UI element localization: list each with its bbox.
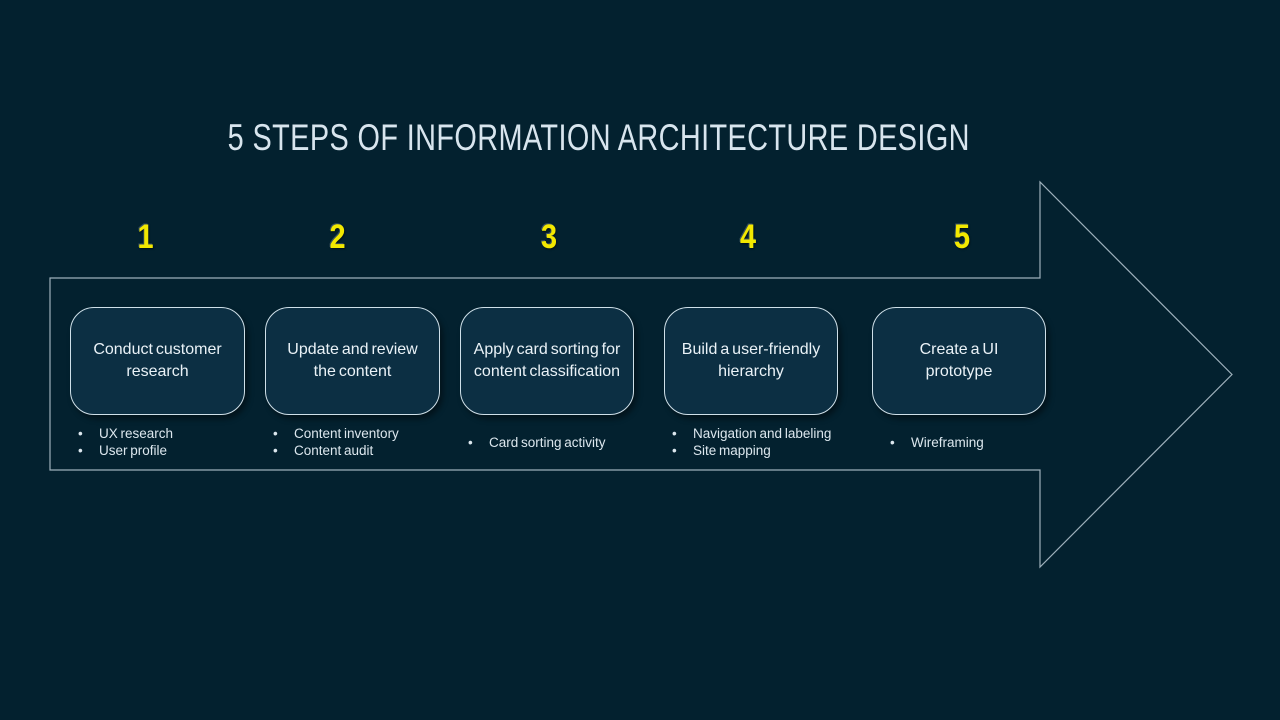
step-2-bullets: Content inventory Content audit: [265, 420, 473, 464]
step-1-bullets: UX research User profile: [70, 420, 278, 464]
step-4-card: Build a user-friendly hierarchy: [664, 307, 838, 415]
arrow-outline: [49, 180, 1233, 569]
page-title-text: 5 STEPS OF INFORMATION ARCHITECTURE DESI…: [227, 117, 971, 158]
step-1-title: Conduct customer research: [93, 341, 222, 380]
step-5-bullets: Wireframing: [872, 420, 1090, 464]
step-4-title: Build a user-friendly hierarchy: [681, 341, 821, 380]
step-5-title: Create a UI prototype: [919, 341, 999, 380]
step-3-bullets: Card sorting activity: [460, 420, 668, 464]
bullet-item: UX research: [78, 425, 278, 442]
step-1-number: 1: [137, 218, 154, 256]
bullet-item: Navigation and labeling: [672, 425, 872, 442]
step-2-card: Update and review the content: [265, 307, 440, 415]
step-4-bullets: Navigation and labeling Site mapping: [664, 420, 872, 464]
bullet-item: User profile: [78, 442, 278, 459]
step-1-card: Conduct customer research: [70, 307, 245, 415]
bullet-item: Content audit: [273, 442, 473, 459]
step-3-title: Apply card sorting for content classific…: [473, 341, 621, 380]
bullet-item: Content inventory: [273, 425, 473, 442]
step-5-number: 5: [953, 218, 971, 256]
bullet-item: Card sorting activity: [468, 434, 668, 451]
step-5-card: Create a UI prototype: [872, 307, 1046, 415]
step-2-title: Update and review the content: [287, 341, 418, 380]
step-3-card: Apply card sorting for content classific…: [460, 307, 634, 415]
bullet-item: Site mapping: [672, 442, 872, 459]
step-4-number: 4: [739, 218, 757, 256]
step-3-number: 3: [540, 218, 558, 256]
step-2-number: 2: [329, 218, 346, 256]
page-title: 5 STEPS OF INFORMATION ARCHITECTURE DESI…: [0, 119, 1198, 157]
bullet-item: Wireframing: [890, 434, 1090, 451]
